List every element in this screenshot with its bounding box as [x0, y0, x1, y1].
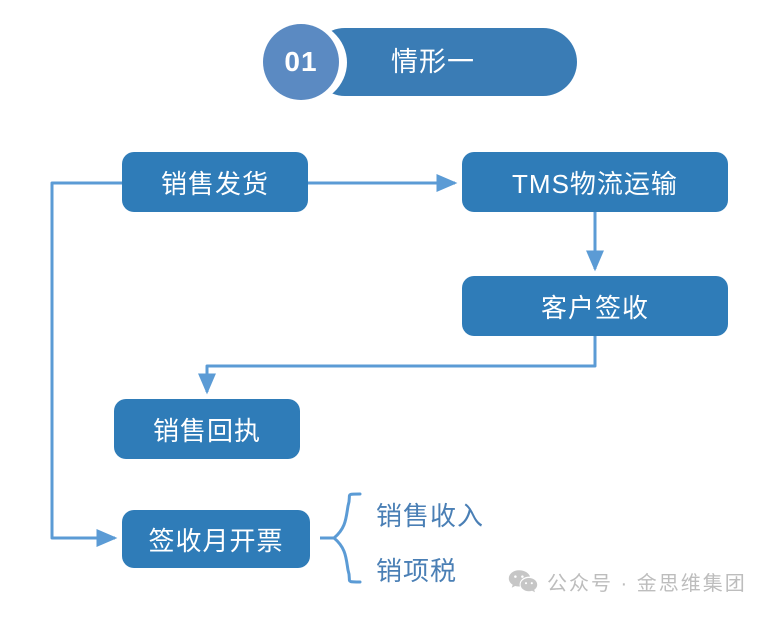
- flow-node-label: 客户签收: [540, 292, 649, 323]
- outcome-label-sales-income: 销售收入: [376, 501, 485, 531]
- header-step-number: 01: [284, 46, 318, 77]
- flow-node-tms-logistics[interactable]: TMS物流运输: [462, 152, 728, 212]
- flow-node-customer-signed[interactable]: 客户签收: [462, 276, 728, 336]
- watermark: 公众号 · 金思维集团: [508, 567, 747, 596]
- flow-node-label: 签收月开票: [148, 525, 284, 556]
- flow-node-label: 销售回执: [152, 415, 261, 446]
- wechat-icon: [508, 569, 538, 592]
- flow-node-sales-receipt[interactable]: 销售回执: [114, 399, 300, 459]
- connector-customer-to-receipt: [198, 336, 597, 395]
- header-title: 情形一: [391, 47, 475, 77]
- outcome-brace: [331, 492, 362, 584]
- flow-node-label: TMS物流运输: [512, 168, 678, 199]
- header-banner-pill: 情形一: [311, 28, 577, 96]
- flow-node-label: 销售发货: [160, 168, 269, 199]
- outcome-label-output-tax: 销项税: [376, 556, 458, 586]
- watermark-text: 公众号 · 金思维集团: [547, 573, 747, 595]
- flow-node-sign-month-invoice[interactable]: 签收月开票: [122, 510, 310, 568]
- connector-sales-to-invoice: [50, 181, 122, 547]
- header-number-circle: 01: [263, 24, 339, 100]
- flow-node-sales-shipment[interactable]: 销售发货: [122, 152, 308, 212]
